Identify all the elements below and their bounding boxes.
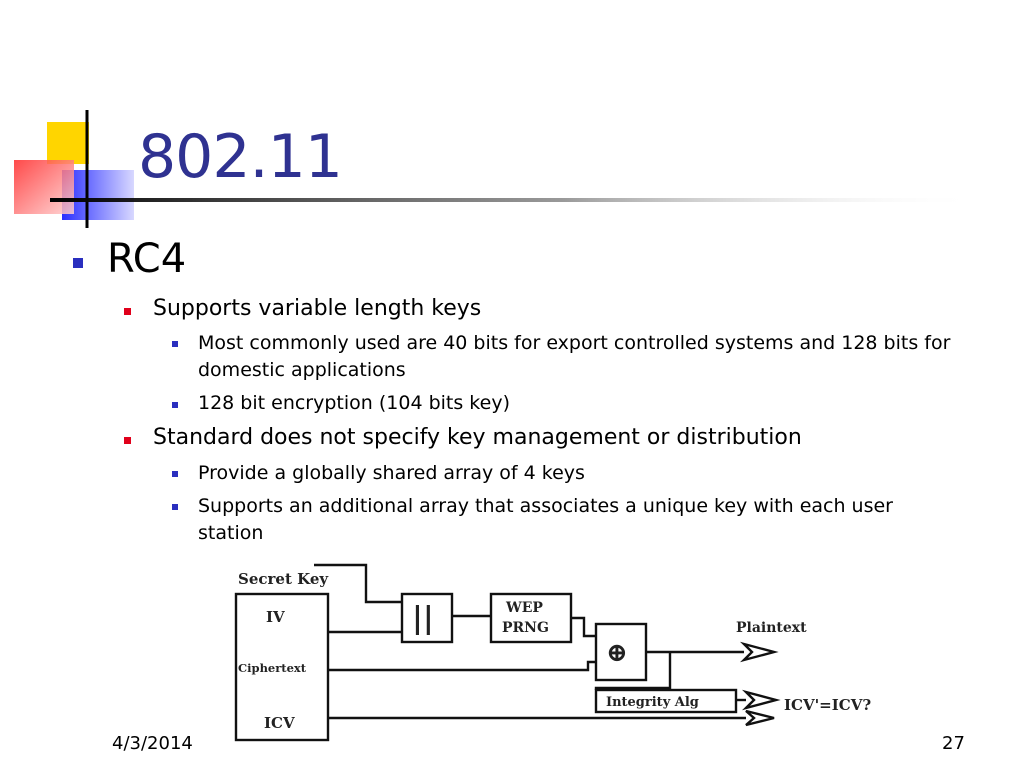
- bullet-marker: [124, 308, 131, 315]
- bullet-unique-key: Supports an additional array that associ…: [198, 495, 893, 517]
- deco-red-square: [14, 160, 74, 214]
- concat-box: [400, 592, 454, 644]
- ciphertext-label: Ciphertext: [238, 661, 307, 675]
- concat-label: ||: [412, 601, 434, 636]
- wep-label: WEP: [505, 600, 543, 616]
- bullet-key-management: Standard does not specify key management…: [153, 425, 802, 450]
- icv-label: ICV: [264, 714, 295, 732]
- wep-to-xor: [571, 616, 596, 638]
- bullet-shared-array: Provide a globally shared array of 4 key…: [198, 462, 585, 484]
- bullet-rc4: RC4: [107, 236, 187, 282]
- slide-page-number: 27: [942, 733, 965, 754]
- bullet-marker: [172, 402, 178, 408]
- bullet-128-bit: 128 bit encryption (104 bits key): [198, 392, 510, 414]
- integrity-label: Integrity Alg: [606, 695, 699, 710]
- bullet-marker: [172, 471, 178, 477]
- bullet-marker: [124, 437, 131, 444]
- secret-key-line: [314, 563, 402, 604]
- secret-key-label: Secret Key: [238, 570, 329, 588]
- slide-title: 802.11: [138, 122, 343, 192]
- deco-yellow-square: [47, 122, 89, 164]
- bullet-common-key-sizes-cont: domestic applications: [198, 359, 406, 381]
- plaintext-label: Plaintext: [736, 620, 807, 636]
- iv-label: IV: [266, 608, 285, 626]
- title-decoration: [14, 110, 980, 228]
- xor-label: ⊕: [606, 638, 628, 668]
- plaintext-arrow: [739, 641, 779, 663]
- ciphertext-line: [328, 660, 596, 672]
- integrity-arrow: [741, 689, 781, 711]
- title-rule: [50, 198, 980, 202]
- bullet-unique-key-cont: station: [198, 522, 264, 544]
- icv-arrow: [745, 709, 775, 727]
- icv-check-label: ICV'=ICV?: [784, 696, 871, 714]
- bullet-variable-keys: Supports variable length keys: [153, 296, 482, 321]
- prng-label: PRNG: [502, 620, 549, 636]
- bullet-marker: [172, 341, 178, 347]
- wep-decryption-diagram: Secret Key IV Ciphertext ICV || WEP PRNG…: [234, 563, 871, 742]
- bullet-marker: [73, 258, 83, 268]
- slide-date: 4/3/2014: [112, 733, 193, 754]
- bullet-common-key-sizes: Most commonly used are 40 bits for expor…: [198, 332, 951, 354]
- frame-box: [234, 592, 330, 742]
- bullet-marker: [172, 504, 178, 510]
